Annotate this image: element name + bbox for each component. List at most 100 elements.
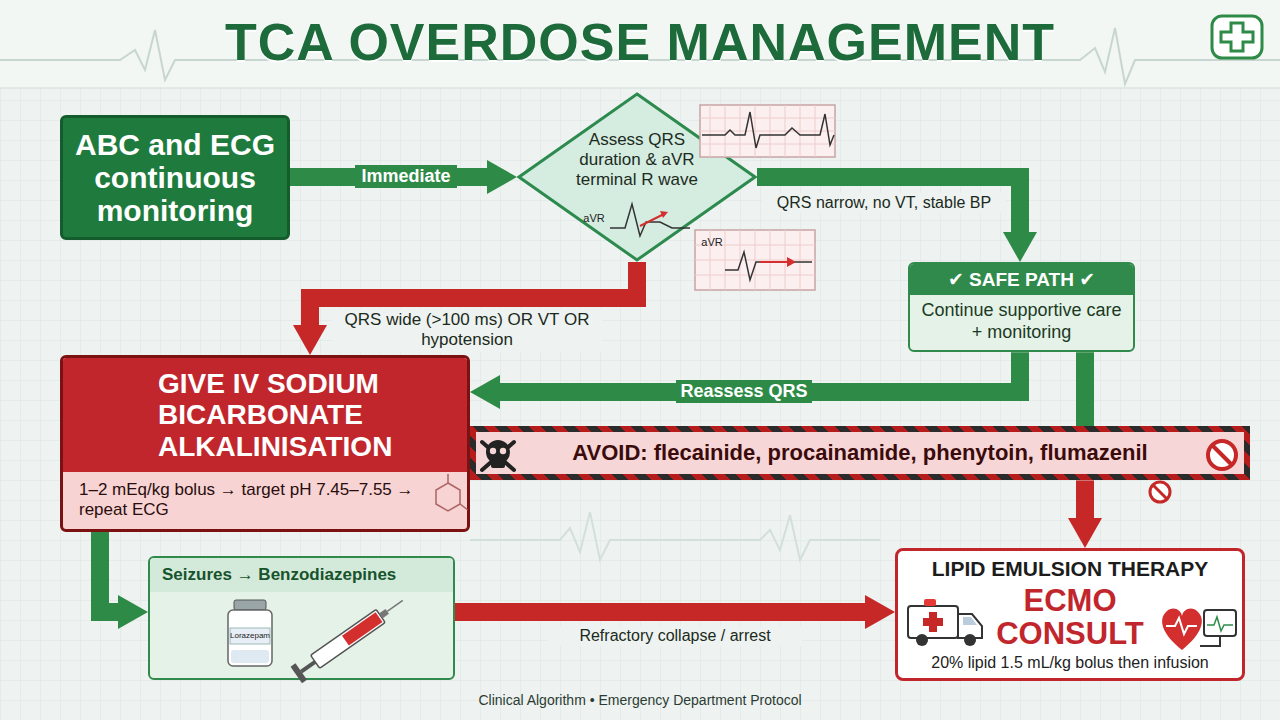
skull-icon [482,442,514,470]
diamond-shape [519,94,755,260]
start-box: ABC and ECG continuous monitoring [60,115,290,240]
syringe-icon [291,663,307,683]
molecule-icon [460,504,468,510]
lead-label: aVR [700,236,724,248]
ecg-thumbnail [760,261,790,263]
flow-arrow [757,177,1020,242]
diagram-title: TCA OVERDOSE MANAGEMENT [0,12,1280,72]
flow-arrow [100,532,128,612]
flow-arrow [1076,480,1094,528]
warning-triangle [72,382,142,444]
ecg-thumbnail [695,230,815,290]
prohibition-icon [1150,482,1170,502]
node-text: GIVE IV SODIUM BICARBONATE ALKALINISATIO… [63,358,467,472]
caption: Clinical Algorithm • Emergency Departmen… [0,692,1280,708]
safe-path-box: ✔ SAFE PATH ✔Continue supportive care + … [908,262,1135,352]
molecule-icon [436,474,468,511]
node-body-text: ECMO CONSULT [985,585,1155,650]
edge-label: Refractory collapse / arrest [548,626,802,646]
ambulance-icon [923,618,943,626]
syringe-icon [379,609,389,619]
vial-icon [234,600,266,610]
skull-icon [490,448,496,454]
skull-icon [486,440,510,464]
ecg-trace [470,512,880,560]
node-body-text: Continue supportive care + monitoring [910,295,1133,350]
ecg-thumbnail [787,257,796,267]
ambulance-icon [908,606,958,638]
vial-icon [230,628,270,644]
skull-icon [482,442,514,470]
avr-waveform [640,214,664,226]
warning-band: AVOID: flecainide, procainamide, phenyto… [470,426,1250,480]
molecule-icon [447,474,449,483]
ambulance-icon [958,614,982,638]
molecule-icon [436,483,460,511]
warning-triangle [103,430,112,439]
node-text: LIPID EMULSION THERAPY [898,557,1242,581]
logo-icon [1212,16,1262,58]
ecg-thumbnail [725,252,812,280]
syringe-icon [291,592,409,683]
skull-icon [491,458,505,468]
ecg-thumbnail [700,105,835,157]
node-text: ABC and ECG continuous monitoring [71,128,279,227]
syringe-icon [387,600,403,611]
ecg-thumbnail [695,230,815,290]
node-text: ✔ SAFE PATH ✔ [910,264,1133,295]
ambulance-icon [963,617,977,625]
heart-monitor-icon [1162,609,1202,650]
node-text: Seizures → Benzodiazepines [150,558,453,592]
ambulance-icon [964,634,976,646]
flow-arrow [1076,352,1094,426]
ambulance-icon [908,599,982,646]
heart-monitor-icon [1166,618,1197,634]
heart-monitor-icon [1207,617,1233,631]
syringe-icon [311,609,386,668]
ambulance-icon [916,634,928,646]
heart-monitor-icon [1204,610,1236,636]
node-body-text: 1–2 mEq/kg bolus → target pH 7.45–7.55 →… [63,472,467,529]
warning-triangle [103,400,111,426]
heart-monitor-icon [1162,609,1236,650]
treatment-box: GIVE IV SODIUM BICARBONATE ALKALINISATIO… [60,355,470,532]
edge-label: QRS wide (>100 ms) OR VT OR hypotension [332,309,602,352]
prohibition-icon [1212,445,1232,465]
skull-icon [482,440,514,470]
title-rule [0,88,1280,89]
syringe-icon [342,612,382,645]
avr-waveform [610,204,690,236]
rescue-box: LIPID EMULSION THERAPY ECMO CONSULT 20% li… [895,548,1245,681]
edge-label: Reassess QRS [676,380,812,403]
drug-label: Lorazepam [228,631,272,640]
lead-label: aVR [582,212,606,224]
avr-waveform [660,211,668,218]
logo-icon [1221,23,1253,51]
ecg-thumbnail [700,105,835,157]
node-body-text: 20% lipid 1.5 mL/kg bolus then infusion [898,654,1242,672]
node-text: Assess QRS duration & aVR terminal R wav… [567,130,707,190]
edge-label: QRS narrow, no VT, stable BP [762,193,1006,213]
prohibition-icon [1150,482,1170,502]
seizure-box: Seizures → Benzodiazepines [148,556,455,680]
ecg-thumbnail [700,105,835,157]
flow-arrow [455,603,875,621]
logo-icon [1212,16,1262,58]
ambulance-icon [929,612,937,632]
edge-label: Immediate [355,165,457,188]
skull-icon [500,448,506,454]
avr-waveform [610,204,690,236]
vial-icon [228,610,272,666]
warning-triangle [72,382,142,444]
vial-icon [228,600,272,666]
prohibition-icon [1208,441,1236,469]
ecg-thumbnail [695,230,815,290]
prohibition-icon [1208,441,1236,469]
ambulance-icon [924,599,936,606]
syringe-icon [301,662,315,672]
ecg-thumbnail [702,112,834,148]
heart-monitor-icon [1200,636,1220,646]
title-band [0,0,1280,88]
